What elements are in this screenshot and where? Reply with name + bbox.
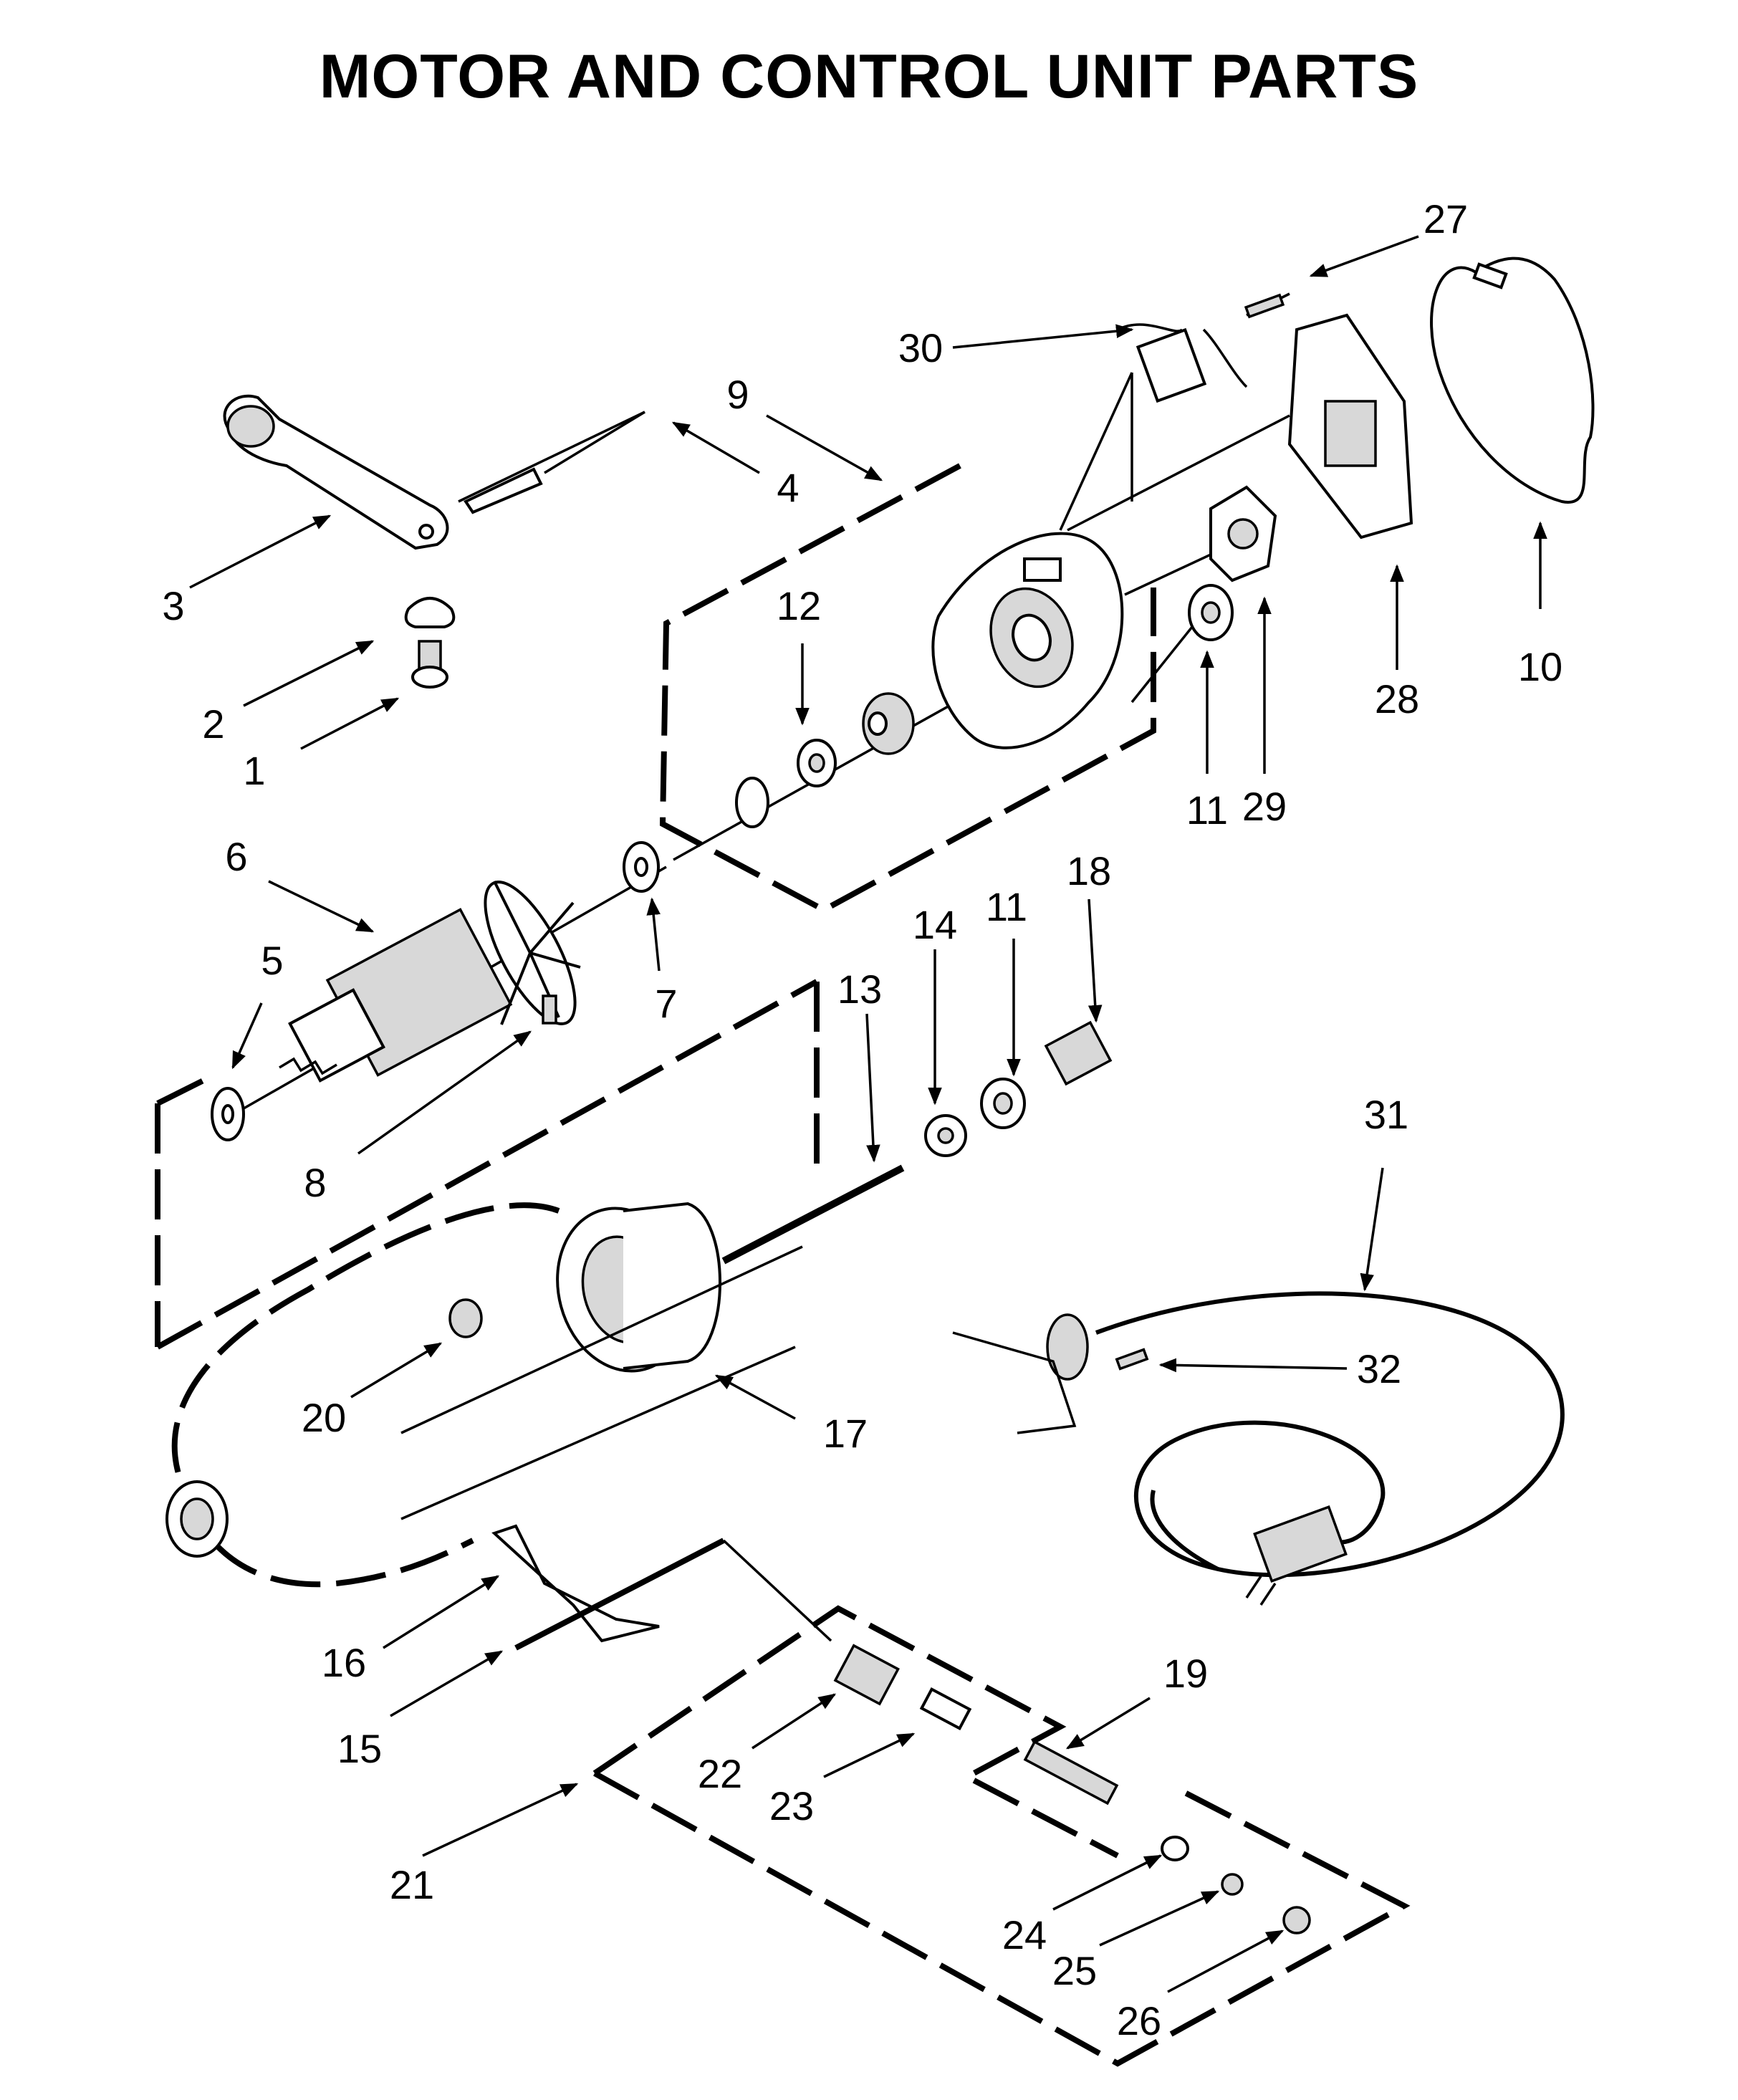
callout-15: 15 bbox=[337, 1726, 382, 1771]
callout-30: 30 bbox=[898, 325, 943, 370]
part-12-bearing bbox=[862, 692, 915, 755]
part-24-nut bbox=[1161, 1836, 1189, 1861]
part-19-spring bbox=[1023, 1740, 1119, 1806]
callout-26: 26 bbox=[1117, 1998, 1161, 2043]
callout-27: 27 bbox=[1423, 196, 1468, 241]
part-5-washer bbox=[211, 1087, 245, 1141]
leader-lines bbox=[189, 235, 1547, 1993]
callout-31: 31 bbox=[1364, 1092, 1408, 1137]
diagram-title: MOTOR AND CONTROL UNIT PARTS bbox=[319, 42, 1419, 111]
part-11-nut-lower bbox=[980, 1078, 1026, 1129]
part-26-knob bbox=[1282, 1906, 1311, 1934]
part-4-spring bbox=[458, 411, 645, 514]
callout-labels: 1 2 3 4 5 6 7 8 9 10 11 11 12 13 14 15 1… bbox=[162, 196, 1562, 2043]
callout-6: 6 bbox=[225, 834, 247, 879]
part-32-strain-relief bbox=[952, 1313, 1149, 1434]
part-3-lever bbox=[223, 394, 449, 550]
part-7-washer bbox=[623, 841, 660, 893]
callout-8: 8 bbox=[304, 1160, 326, 1205]
callout-24: 24 bbox=[1002, 1912, 1047, 1957]
callout-10: 10 bbox=[1518, 644, 1562, 689]
part-10-gasket bbox=[1430, 256, 1595, 504]
part-14-lockwasher bbox=[924, 1114, 967, 1157]
part-2-washer bbox=[404, 597, 456, 628]
part-17-field bbox=[556, 1202, 721, 1373]
callout-28: 28 bbox=[1375, 676, 1419, 721]
part-28-control-board bbox=[1067, 313, 1413, 540]
part-23-coupler bbox=[919, 1687, 972, 1731]
callout-13: 13 bbox=[837, 967, 882, 1012]
part-25-setscrew bbox=[1221, 1873, 1244, 1896]
callout-9: 9 bbox=[726, 372, 749, 417]
callout-22: 22 bbox=[698, 1751, 742, 1796]
callout-5: 5 bbox=[261, 938, 283, 983]
callout-4: 4 bbox=[777, 465, 799, 510]
part-18-sleeve bbox=[1044, 1020, 1113, 1086]
speed-control-assembly-outline bbox=[592, 1605, 1411, 2067]
motor-housing-outline bbox=[155, 979, 820, 1588]
retaining-ring bbox=[735, 777, 769, 828]
part-9-end-cap bbox=[673, 532, 1124, 861]
part-12-bushing bbox=[797, 739, 837, 787]
part-13-rod bbox=[721, 1164, 905, 1265]
part-29-brush-holder bbox=[1124, 485, 1277, 596]
callout-32: 32 bbox=[1357, 1346, 1401, 1391]
callout-14: 14 bbox=[913, 902, 957, 947]
callout-2: 2 bbox=[202, 701, 224, 747]
callout-1: 1 bbox=[243, 748, 265, 793]
part-31-power-cord bbox=[1095, 1291, 1565, 1606]
callout-11-top: 11 bbox=[1186, 787, 1228, 833]
callout-29: 29 bbox=[1242, 784, 1287, 829]
part-11-nut bbox=[1130, 584, 1234, 704]
part-20-setscrew bbox=[448, 1298, 483, 1338]
part-8-screw bbox=[542, 994, 557, 1025]
callout-23: 23 bbox=[769, 1783, 814, 1828]
callout-12: 12 bbox=[777, 583, 821, 628]
callout-3: 3 bbox=[162, 583, 184, 628]
callout-25: 25 bbox=[1052, 1948, 1097, 1993]
callout-21: 21 bbox=[390, 1862, 434, 1907]
callout-18: 18 bbox=[1067, 848, 1111, 893]
callout-19: 19 bbox=[1163, 1651, 1208, 1696]
callout-7: 7 bbox=[655, 981, 677, 1026]
part-6-armature bbox=[214, 866, 667, 1126]
part-1-screw bbox=[411, 640, 448, 689]
motor-endplate-assembly-outline bbox=[659, 463, 1156, 914]
part-16-lever bbox=[491, 1524, 660, 1643]
callout-20: 20 bbox=[302, 1395, 346, 1440]
part-27-screw bbox=[1244, 292, 1290, 319]
motor-housing bbox=[165, 1480, 229, 1558]
part-30-connector bbox=[1059, 323, 1248, 531]
callout-11-mid: 11 bbox=[986, 884, 1027, 929]
part-15-rod bbox=[514, 1538, 832, 1651]
part-22-bushing bbox=[833, 1644, 900, 1706]
callout-17: 17 bbox=[823, 1411, 868, 1456]
callout-16: 16 bbox=[322, 1640, 366, 1685]
